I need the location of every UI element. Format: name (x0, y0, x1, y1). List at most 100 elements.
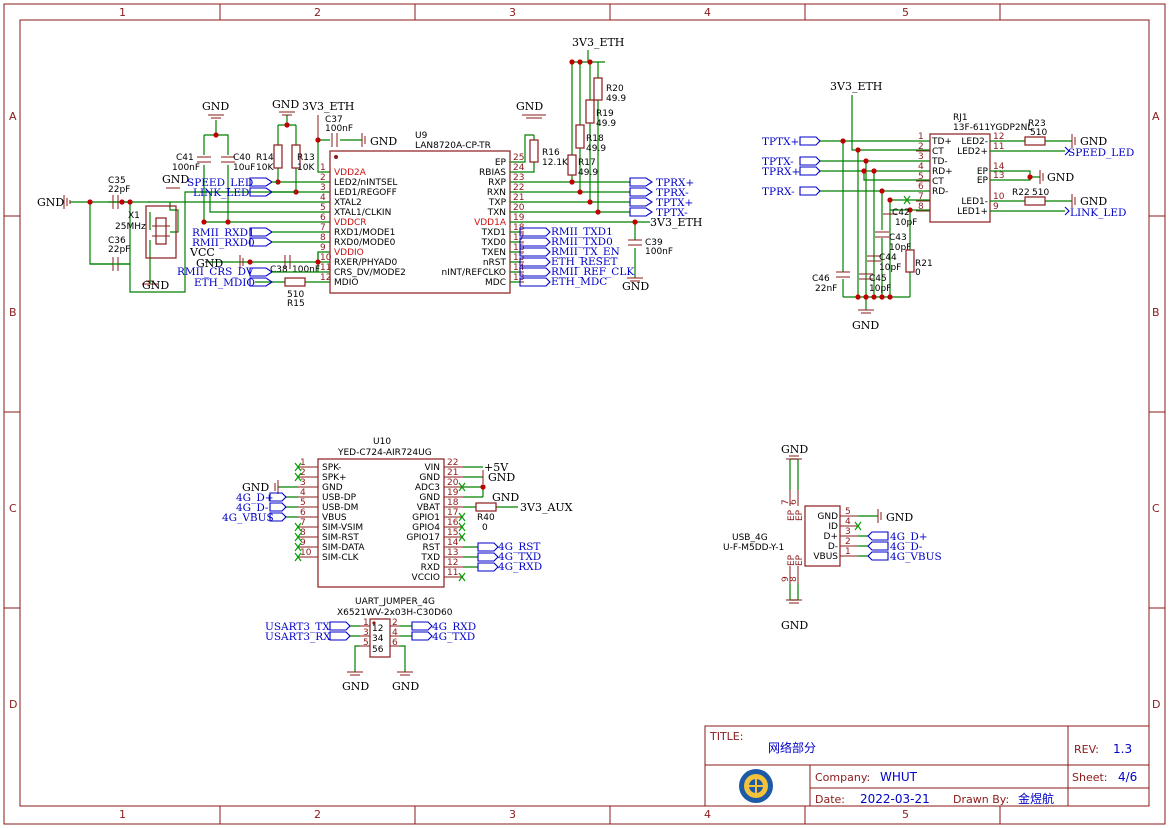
svg-text:510: 510 (287, 290, 304, 300)
svg-text:RMII_REF_CLK: RMII_REF_CLK (551, 266, 634, 278)
pin-name: VBAT (417, 503, 441, 513)
svg-text:10uF: 10uF (233, 163, 255, 173)
pin-name: USB-DM (322, 503, 358, 513)
pin-number: 20 (513, 203, 525, 213)
v33-eth-label: 3V3_ETH (302, 100, 354, 113)
gnd-symbol: GND (482, 470, 515, 484)
capacitor-c44: C44 10pF (867, 253, 901, 273)
svg-text:4G_RXD: 4G_RXD (432, 621, 476, 633)
v33-aux-label: 3V3_AUX (520, 501, 573, 514)
svg-text:R20: R20 (606, 84, 624, 94)
svg-text:10pF: 10pF (879, 263, 901, 273)
vcc-label: VCC (189, 246, 215, 259)
pin-number: 20 (447, 478, 459, 488)
capacitor-c41: C41 100nF (172, 153, 211, 173)
net-flag-rmii-txd0: RMII_TXD0 (519, 236, 613, 248)
svg-text:C43: C43 (889, 233, 907, 243)
title-block: TITLE: 网络部分 REV: 1.3 Company: WHUT Sheet… (704, 725, 1150, 807)
gnd-symbol: GND (492, 491, 519, 504)
svg-text:3: 3 (363, 628, 369, 638)
pin-number: 7 (300, 518, 306, 528)
col-label-top-5: 5 (902, 6, 909, 19)
svg-text:ETH_MDIO: ETH_MDIO (194, 277, 255, 289)
pin-name: GPIO17 (406, 533, 440, 543)
pin-number: 5 (845, 507, 851, 517)
net-flag-4g-txd: 4G_TXD (477, 551, 541, 563)
svg-text:100nF: 100nF (645, 247, 673, 257)
pin-name: nINT/REFCLKO (441, 268, 506, 278)
pin-number: 12 (447, 558, 458, 568)
col-label-bottom-5: 5 (902, 808, 909, 821)
row-label-left-b: B (9, 306, 17, 319)
pin-name: SIM-RST (322, 533, 359, 543)
svg-text:GND: GND (196, 257, 223, 270)
svg-text:GND: GND (886, 511, 913, 524)
svg-text:10K: 10K (297, 163, 315, 173)
gnd-symbol: GND (242, 480, 279, 494)
resistor-r13: R13 10K (291, 144, 315, 173)
gnd-symbol: GND (622, 277, 649, 293)
gnd-symbol: GND (142, 260, 169, 292)
rj1-passives: R23 510 R22 510 C42 10pF C43 10pF C44 10… (812, 119, 1049, 294)
pin-name: MDIO (334, 278, 358, 288)
svg-text:TPRX-: TPRX- (656, 187, 689, 199)
pin-name: TXD (420, 553, 440, 563)
pin-name: TXN (487, 208, 506, 218)
rj1-part: 13F-611YGDP2NL (953, 123, 1032, 133)
col-label-top-1: 1 (119, 6, 126, 19)
svg-text:R16: R16 (542, 148, 560, 158)
svg-text:12.1K: 12.1K (542, 158, 569, 168)
u10-ref: U10 (373, 437, 391, 447)
svg-text:C40: C40 (233, 153, 251, 163)
resistor-r21: R21 0 (905, 249, 933, 278)
svg-text:5: 5 (363, 638, 369, 648)
svg-text:12: 12 (372, 624, 383, 634)
svg-text:4G_D+: 4G_D+ (890, 531, 928, 543)
usb4g-ref: USB_4G (732, 533, 768, 543)
pin-number: 4 (918, 162, 924, 172)
uart-jumper: UART_JUMPER_4G X6521WV-2x03H-C30D60 12 3… (265, 597, 476, 693)
svg-text:R15: R15 (287, 299, 305, 309)
svg-text:GND: GND (242, 481, 269, 494)
pin-number: 6 (918, 182, 924, 192)
drawn-by-label: Drawn By: (953, 793, 1009, 806)
pin-number: 9 (300, 538, 306, 548)
gnd-symbol: GND (342, 671, 369, 693)
pin-number: 17 (513, 233, 524, 243)
svg-text:GND: GND (622, 280, 649, 293)
rj1-wiring (820, 95, 1072, 310)
svg-text:C39: C39 (645, 238, 663, 248)
svg-text:4G_RST: 4G_RST (498, 541, 540, 553)
svg-text:C42: C42 (892, 208, 910, 218)
net-flag-4g-d-plus: 4G_D+ (236, 492, 287, 504)
pin-name: TXP (488, 198, 507, 208)
v5-label: +5V (484, 461, 509, 474)
pin-number: 22 (513, 183, 524, 193)
pin-name: XTAL1/CLKIN (334, 208, 391, 218)
net-flag-tptx-minus: TPTX- (762, 156, 821, 168)
pin-name: RBIAS (479, 168, 506, 178)
pin-name: CRS_DV/MODE2 (334, 268, 406, 278)
capacitor-c37: C37 100nF (325, 115, 353, 147)
svg-text:RMII_TX_EN: RMII_TX_EN (551, 246, 620, 258)
svg-text:100nF: 100nF (325, 124, 353, 134)
u9-ref: U9 (415, 131, 428, 141)
svg-text:GND: GND (202, 100, 229, 113)
svg-text:49.9: 49.9 (596, 119, 616, 129)
svg-text:TPRX+: TPRX+ (656, 177, 694, 189)
pin-number: 8 (918, 202, 924, 212)
svg-text:GND: GND (1080, 135, 1107, 148)
svg-text:GND: GND (516, 100, 543, 113)
svg-text:EP: EP (787, 554, 797, 566)
row-label-right-b: B (1152, 306, 1160, 319)
net-flag-4g-vbus: 4G_VBUS (222, 512, 287, 524)
pin-name: GND (322, 483, 343, 493)
pin-name: EP (977, 167, 989, 177)
jumper-label: UART_JUMPER_4G (355, 597, 435, 607)
svg-text:TPTX+: TPTX+ (762, 136, 799, 148)
pin-name: VCCIO (412, 573, 440, 583)
svg-text:GND: GND (142, 279, 169, 292)
